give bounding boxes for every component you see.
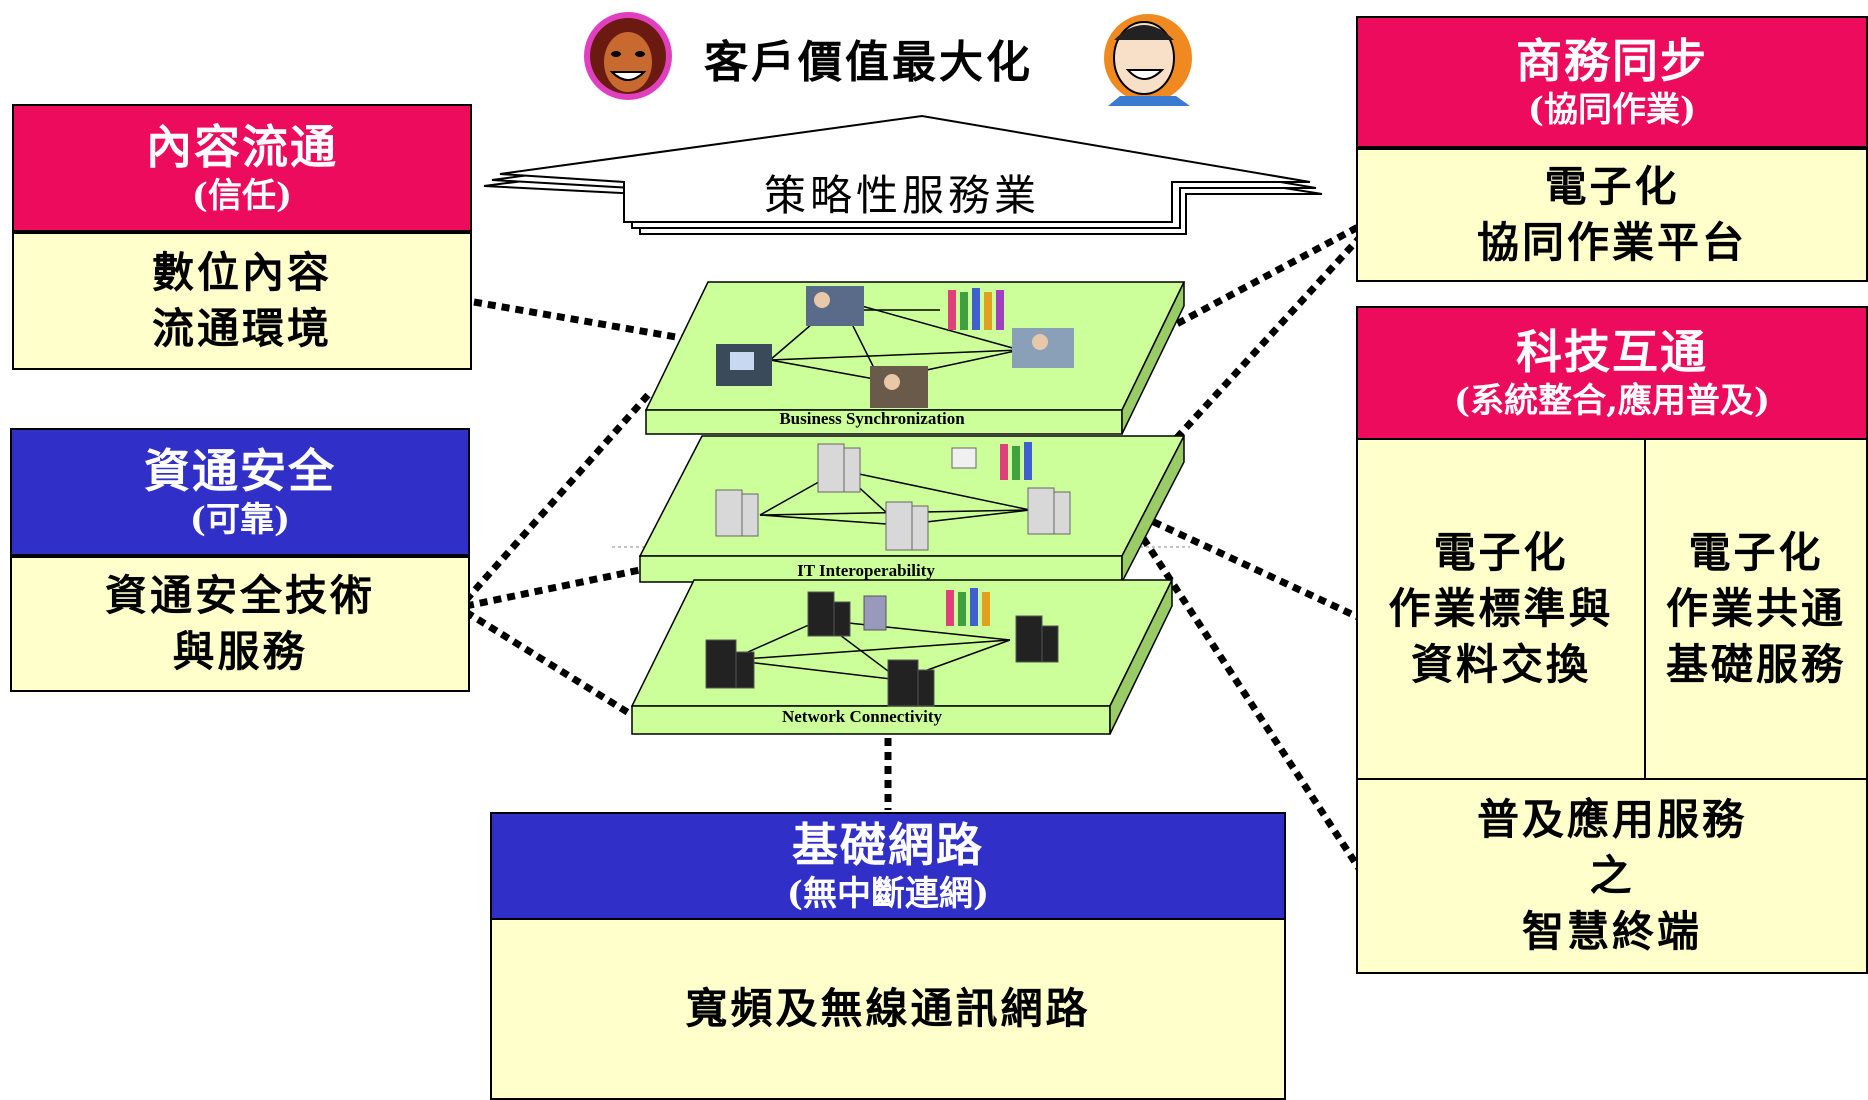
network-header-sub: (無中斷連網) bbox=[786, 874, 990, 914]
network-box-header: 基礎網路 (無中斷連網) bbox=[490, 812, 1286, 920]
server-icon bbox=[715, 443, 1071, 551]
commerce-header-sub: (協同作業) bbox=[1527, 90, 1697, 130]
layer-label-network: Network Connectivity bbox=[782, 707, 943, 726]
network-header-title: 基礎網路 bbox=[792, 818, 984, 872]
security-line-2: 與服務 bbox=[172, 627, 308, 676]
tech-header-title: 科技互通 bbox=[1516, 325, 1708, 379]
security-header-sub: (可靠) bbox=[189, 500, 291, 540]
tech-right-line-3: 基礎服務 bbox=[1665, 640, 1846, 689]
tech-cell-left: 電子化 作業標準與 資料交換 bbox=[1356, 438, 1646, 780]
layer-network bbox=[630, 579, 1174, 735]
tech-cell-right: 電子化 作業共通 基礎服務 bbox=[1644, 438, 1868, 780]
roof-shape bbox=[483, 114, 1323, 235]
woman-face-icon bbox=[584, 12, 672, 100]
tech-box-header: 科技互通 (系統整合,應用普及) bbox=[1356, 306, 1868, 440]
content-header-sub: (信任) bbox=[191, 176, 293, 216]
commerce-header-title: 商務同步 bbox=[1516, 34, 1708, 88]
commerce-line-2: 協同作業平台 bbox=[1476, 218, 1747, 267]
people-photo-icon bbox=[716, 286, 1074, 408]
page-title: 客戶價值最大化 bbox=[704, 37, 1033, 88]
content-box-body: 數位內容 流通環境 bbox=[12, 232, 472, 370]
users-group-icon bbox=[946, 288, 1032, 626]
connector-lines bbox=[463, 221, 1365, 872]
tech-right-line-2: 作業共通 bbox=[1665, 584, 1846, 633]
tech-bottom-line-1: 普及應用服務 bbox=[1476, 795, 1747, 844]
tech-right-line-1: 電子化 bbox=[1688, 528, 1824, 577]
content-line-2: 流通環境 bbox=[151, 304, 332, 353]
content-box-header: 內容流通 (信任) bbox=[12, 104, 472, 232]
layer-label-business: Business Synchronization bbox=[779, 409, 965, 428]
roof-label: 策略性服務業 bbox=[764, 171, 1041, 220]
tech-left-line-1: 電子化 bbox=[1433, 528, 1569, 577]
commerce-box-body: 電子化 協同作業平台 bbox=[1356, 148, 1868, 282]
security-box-header: 資通安全 (可靠) bbox=[10, 428, 470, 556]
tech-bottom-line-2: 之 bbox=[1589, 851, 1635, 900]
commerce-box-header: 商務同步 (協同作業) bbox=[1356, 16, 1868, 148]
commerce-line-1: 電子化 bbox=[1544, 162, 1680, 211]
tech-cell-bottom: 普及應用服務 之 智慧終端 bbox=[1356, 778, 1868, 974]
tech-header-sub: (系統整合,應用普及) bbox=[1453, 381, 1770, 421]
layer-business bbox=[644, 281, 1186, 435]
security-box-body: 資通安全技術 與服務 bbox=[10, 556, 470, 692]
tech-bottom-line-3: 智慧終端 bbox=[1521, 907, 1702, 956]
security-header-title: 資通安全 bbox=[144, 444, 336, 498]
network-box-body: 寬頻及無線通訊網路 bbox=[490, 918, 1286, 1100]
layer-label-it: IT Interoperability bbox=[797, 561, 935, 580]
content-line-1: 數位內容 bbox=[151, 248, 332, 297]
network-line-1: 寬頻及無線通訊網路 bbox=[685, 984, 1091, 1033]
tech-left-line-3: 資料交換 bbox=[1410, 640, 1591, 689]
man-face-icon bbox=[1104, 14, 1192, 106]
content-header-title: 內容流通 bbox=[146, 120, 338, 174]
tech-left-line-2: 作業標準與 bbox=[1388, 584, 1614, 633]
security-line-1: 資通安全技術 bbox=[104, 571, 375, 620]
building-icon bbox=[705, 591, 1059, 707]
